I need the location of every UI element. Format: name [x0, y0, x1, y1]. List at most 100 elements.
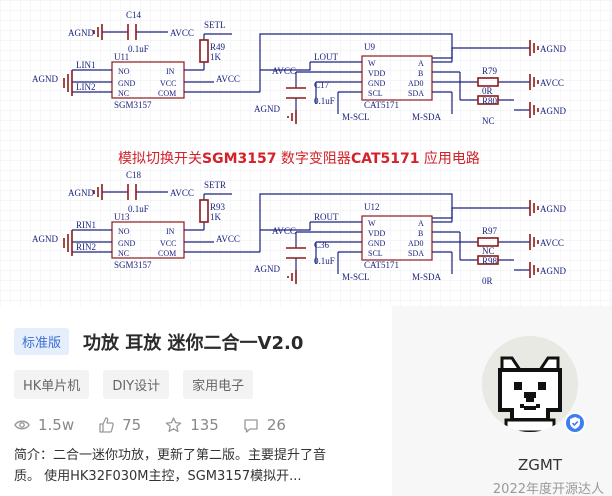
net-label-avcc-u9: AVCC: [272, 66, 296, 76]
net-label-rin2: RIN2: [76, 242, 96, 252]
u9-pin-sda: SDA: [408, 89, 424, 98]
u12-pin-vdd: VDD: [368, 229, 386, 238]
likes-count: 75: [122, 416, 142, 434]
net-label-avcc-u13: AVCC: [216, 234, 240, 244]
u12-pin-gnd: GND: [368, 239, 386, 248]
bottom-circuit: [72, 191, 530, 274]
cap-c18-value: 0.1uF: [128, 204, 149, 214]
net-label-setl: SETL: [204, 20, 226, 30]
star-icon: [165, 417, 182, 433]
verified-badge-icon: [564, 412, 586, 434]
cap-c17-value: 0.1uF: [314, 96, 335, 106]
res-r98-value: 0R: [482, 276, 493, 286]
schematic-caption: 模拟切换开关SGM3157 数字变阻器CAT5171 应用电路: [118, 150, 480, 167]
net-label-avcc-r-b: AVCC: [540, 238, 564, 248]
u13-pin-com: COM: [158, 249, 176, 258]
net-label-agnd-left: AGND: [32, 74, 58, 84]
top-circuit: [72, 31, 530, 114]
u12-pin-b: B: [418, 229, 423, 238]
net-label-agnd-c17: AGND: [254, 104, 280, 114]
u9-pin-gnd: GND: [368, 79, 386, 88]
stats-row: 1.5w 75 135 26: [14, 416, 310, 434]
u9-part: CAT5171: [364, 100, 399, 110]
u9-label: U9: [364, 42, 375, 52]
res-r79-value: 0R: [482, 86, 493, 96]
cap-c14-label: C14: [126, 10, 142, 20]
author-title: 2022年度开源达人: [492, 482, 604, 496]
net-label-agnd-r1: AGND: [540, 44, 566, 54]
comment-icon: [244, 418, 258, 433]
tag-hk-mcu[interactable]: HK单片机: [14, 370, 90, 399]
schematic-thumbnail[interactable]: AGND AVCC C14 0.1uF SETL R49 1K U11 SGM3…: [0, 0, 612, 306]
author-panel[interactable]: ZGMT 2022年度开源达人: [392, 306, 612, 496]
views-stat: 1.5w: [14, 416, 74, 434]
caption-part-5: 应用电路: [419, 150, 479, 167]
net-label-rin1: RIN1: [76, 220, 96, 230]
u11-pin-nc: NC: [118, 89, 129, 98]
project-description: 简介：二合一迷你功放，更新了第二版。主要提升了音质。 使用HK32F030M主控…: [14, 448, 327, 484]
net-label-lin2: LIN2: [76, 82, 96, 92]
u9-pin-w: W: [368, 59, 376, 68]
net-label-avcc-u12: AVCC: [272, 226, 296, 236]
u9-pin-a: A: [418, 59, 424, 68]
u11-pin-com: COM: [158, 89, 176, 98]
svg-text:模拟切换开关SGM3157 数字变阻器CAT5171 应用电: 模拟切换开关SGM3157 数字变阻器CAT5171 应用电路: [118, 150, 480, 167]
res-r97-value: NC: [482, 246, 495, 256]
net-label-agnd-r1-b: AGND: [540, 204, 566, 214]
net-label-msda: M-SDA: [412, 112, 442, 122]
cap-c18-label: C18: [126, 170, 142, 180]
net-label-agnd: AGND: [68, 28, 94, 38]
u12-pin-scl: SCL: [368, 249, 383, 258]
res-r97-label: R97: [482, 226, 498, 236]
comments-stat[interactable]: 26: [243, 416, 286, 434]
net-label-lin1: LIN1: [76, 60, 96, 70]
u12-pin-a: A: [418, 219, 424, 228]
u13-pin-vcc: VCC: [160, 239, 176, 248]
res-r98-label: R98: [482, 256, 498, 266]
author-name[interactable]: ZGMT: [517, 456, 562, 474]
u11-pin-in: IN: [166, 67, 175, 76]
u9-pin-scl: SCL: [368, 89, 383, 98]
net-label-agnd-b: AGND: [68, 188, 94, 198]
net-label-msda-b: M-SDA: [412, 272, 442, 282]
u13-pin-no: NO: [118, 227, 130, 236]
net-label-mscl: M-SCL: [342, 112, 370, 122]
net-label-lout: LOUT: [314, 52, 338, 62]
u11-pin-vcc: VCC: [160, 79, 176, 88]
net-label-rout: ROUT: [314, 212, 339, 222]
top-components: [63, 24, 539, 124]
u9-pin-ad0: AD0: [408, 79, 424, 88]
u9-pin-vdd: VDD: [368, 69, 386, 78]
project-title[interactable]: 功放 耳放 迷你二合一V2.0: [83, 332, 304, 354]
thumbs-up-icon: [99, 417, 114, 433]
u12-part: CAT5171: [364, 260, 399, 270]
res-r80-value: NC: [482, 116, 495, 126]
caption-part-3: 数字变阻器: [276, 151, 350, 167]
cap-c36-label: C36: [314, 240, 330, 250]
stars-stat[interactable]: 135: [165, 416, 219, 434]
u11-pin-gnd: GND: [118, 79, 136, 88]
comments-count: 26: [266, 416, 286, 434]
likes-stat[interactable]: 75: [98, 416, 141, 434]
net-label-setr: SETR: [204, 180, 226, 190]
u11-label: U11: [114, 52, 129, 62]
tag-home-electronics[interactable]: 家用电子: [183, 370, 254, 399]
u13-pin-nc: NC: [118, 249, 129, 258]
u13-part: SGM3157: [114, 260, 152, 270]
cap-c14-value: 0.1uF: [128, 44, 149, 54]
res-r49-value: 1K: [210, 52, 222, 62]
res-r93-label: R93: [210, 202, 226, 212]
cap-c36-value: 0.1uF: [314, 256, 335, 266]
res-r93-value: 1K: [210, 212, 222, 222]
res-r80-label: R80: [482, 96, 498, 106]
caption-part-2: SGM3157: [202, 151, 276, 167]
avatar[interactable]: [482, 336, 578, 432]
u13-pin-gnd: GND: [118, 239, 136, 248]
edition-badge: 标准版: [14, 328, 70, 355]
tag-diy-design[interactable]: DIY设计: [103, 370, 170, 399]
net-label-agnd-c36: AGND: [254, 264, 280, 274]
caption-part-4: CAT5171: [351, 151, 420, 167]
u13-pin-in: IN: [166, 227, 175, 236]
u12-pin-sda: SDA: [408, 249, 424, 258]
